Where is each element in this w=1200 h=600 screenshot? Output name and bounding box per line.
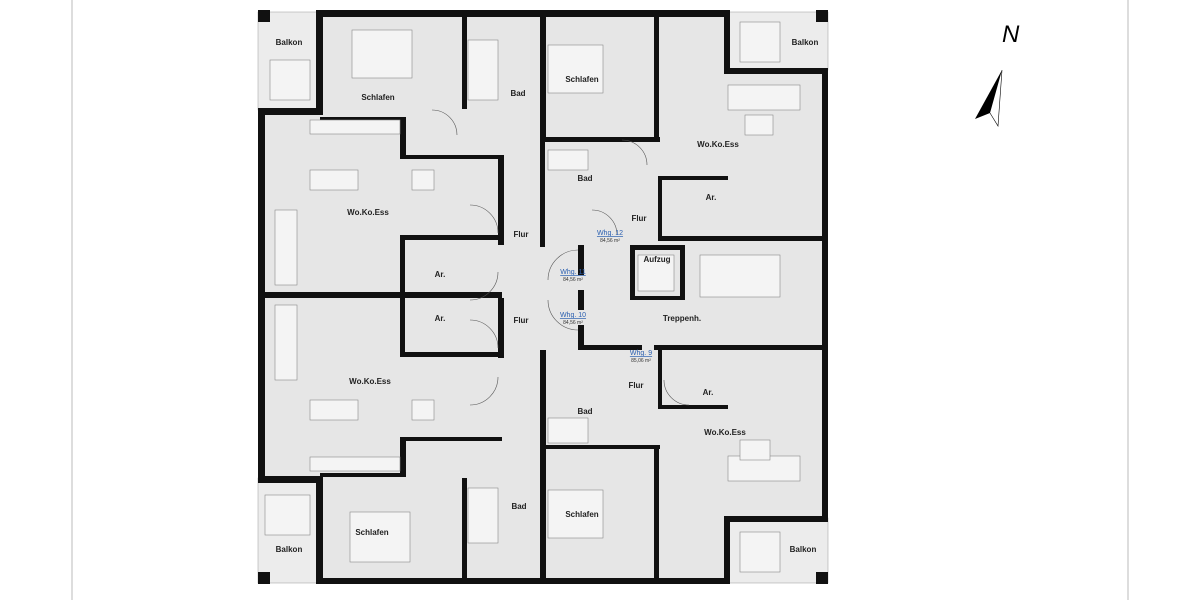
furniture xyxy=(264,21,801,573)
room-label: Bad xyxy=(577,407,592,416)
room-label: Ar. xyxy=(703,388,714,397)
room-label: Balkon xyxy=(276,38,303,47)
north-label: N xyxy=(1002,21,1020,48)
room-label: Schlafen xyxy=(565,510,598,519)
walls xyxy=(258,10,828,584)
room-label: Ar. xyxy=(435,270,446,279)
room-label: Flur xyxy=(513,230,528,239)
room-label: Schlafen xyxy=(565,75,598,84)
room-label: Aufzug xyxy=(643,255,670,264)
unit-area: 84,56 m² xyxy=(600,238,620,244)
room-label: Wo.Ko.Ess xyxy=(349,377,391,386)
room-label: Wo.Ko.Ess xyxy=(697,140,739,149)
room-label: Balkon xyxy=(792,38,819,47)
room-label: Bad xyxy=(510,89,525,98)
unit-label[interactable]: Whg. 11 xyxy=(560,269,586,276)
unit-label[interactable]: Whg. 12 xyxy=(597,230,623,237)
room-label: Schlafen xyxy=(355,528,388,537)
room-label: Balkon xyxy=(276,545,303,554)
room-label: Wo.Ko.Ess xyxy=(704,428,746,437)
north-arrow-icon xyxy=(975,69,1003,127)
room-label: Wo.Ko.Ess xyxy=(347,208,389,217)
unit-label[interactable]: Whg. 10 xyxy=(560,312,586,319)
doors xyxy=(431,109,690,406)
room-label: Bad xyxy=(511,502,526,511)
unit-area: 84,56 m² xyxy=(563,277,583,283)
room-label: Ar. xyxy=(435,314,446,323)
unit-area: 84,56 m² xyxy=(563,320,583,326)
room-label: Bad xyxy=(577,174,592,183)
room-label: Balkon xyxy=(790,545,817,554)
room-label: Flur xyxy=(628,381,643,390)
room-label: Ar. xyxy=(706,193,717,202)
unit-area: 85,06 m² xyxy=(631,358,651,364)
room-label: Treppenh. xyxy=(663,314,701,323)
room-label: Flur xyxy=(513,316,528,325)
room-label: Schlafen xyxy=(361,93,394,102)
unit-label[interactable]: Whg. 9 xyxy=(630,350,652,357)
room-label: Flur xyxy=(631,214,646,223)
